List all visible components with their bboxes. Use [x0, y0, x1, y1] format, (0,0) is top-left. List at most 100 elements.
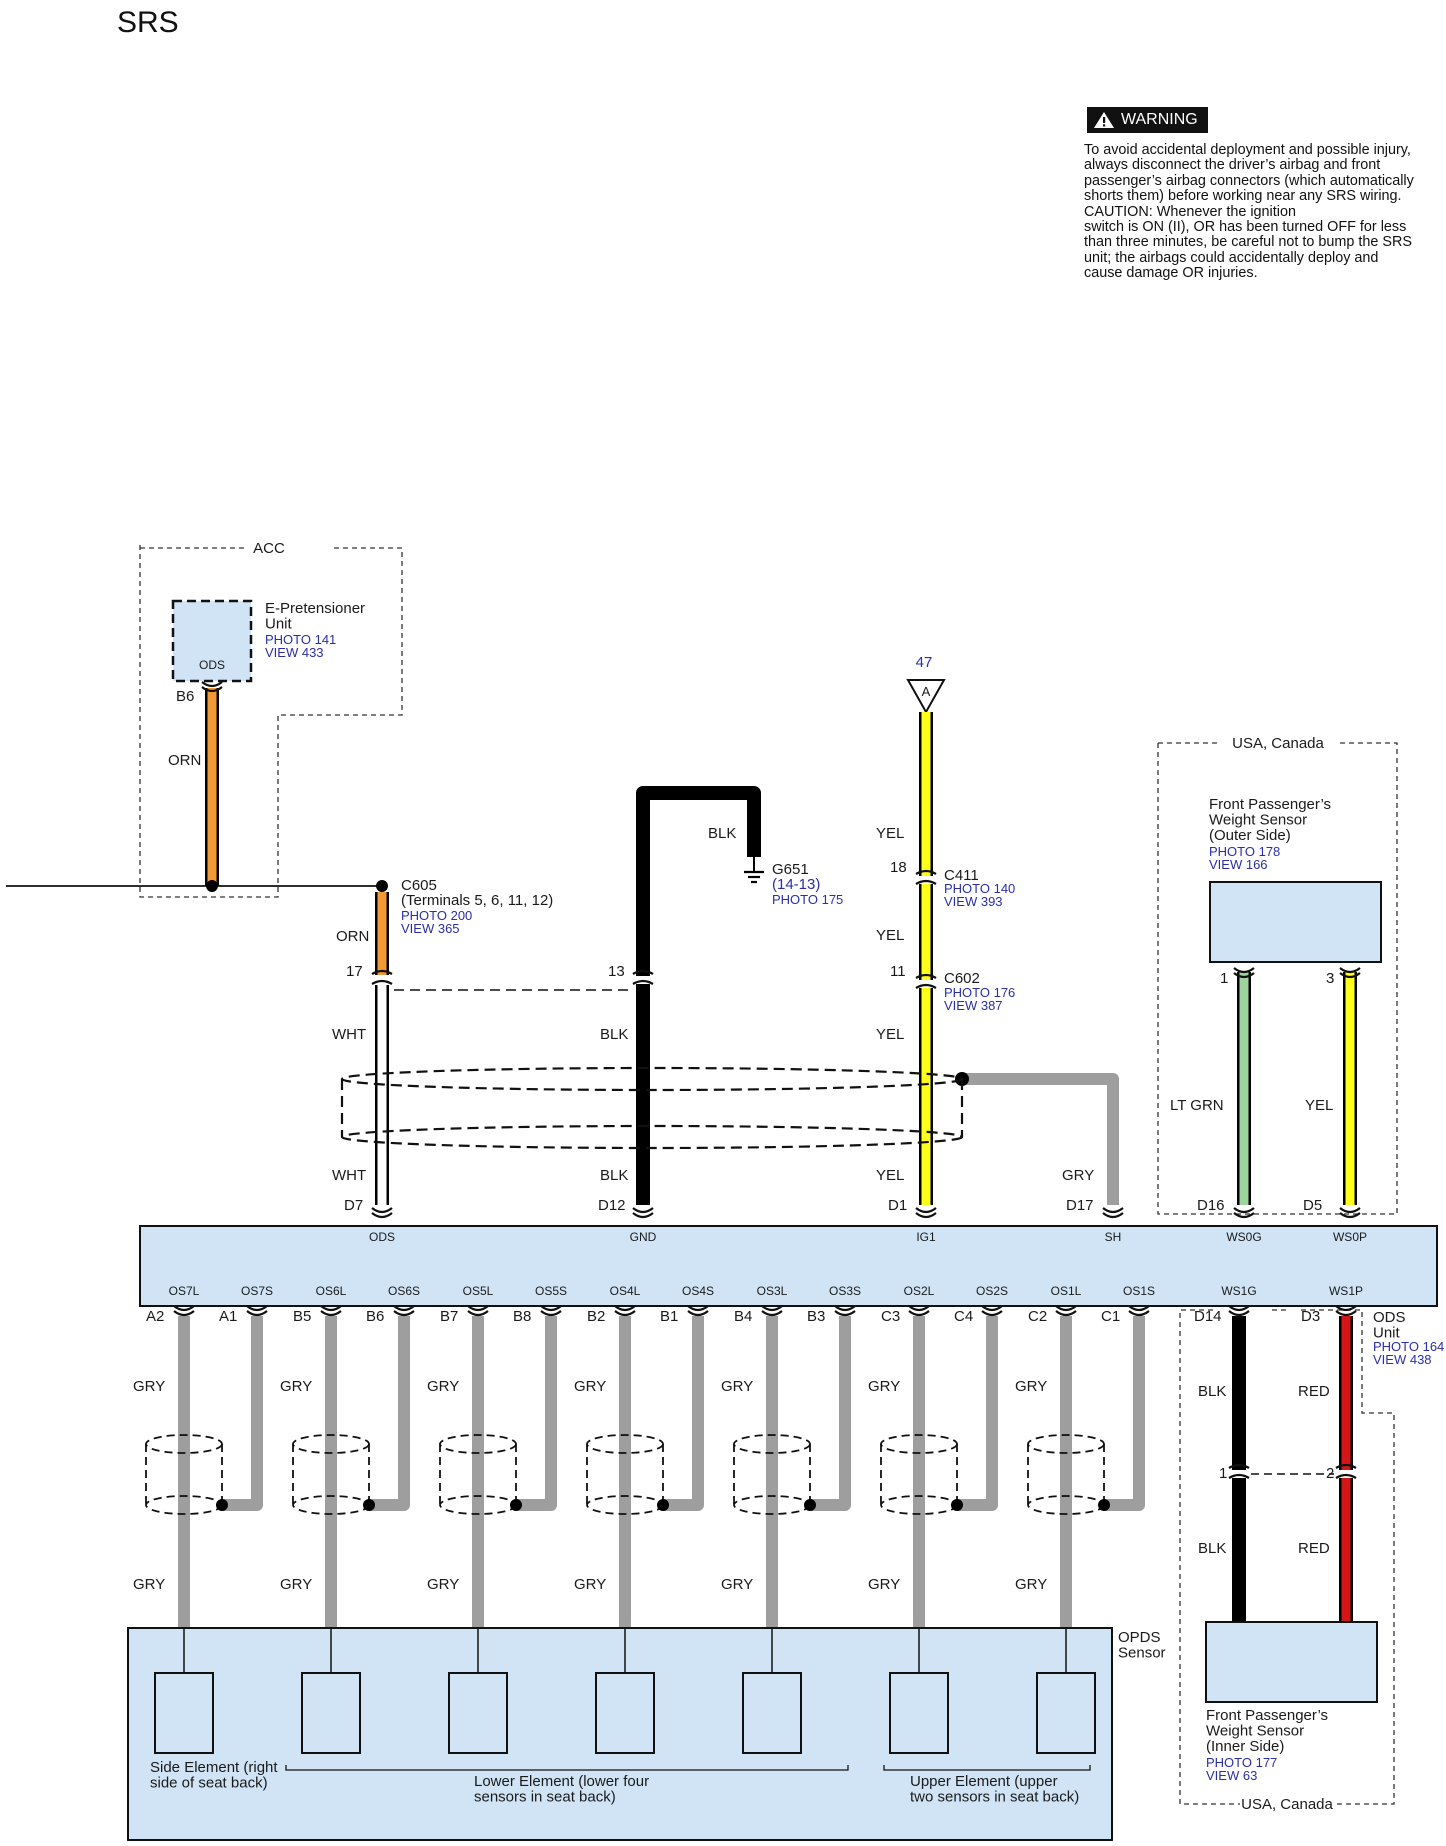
pin-d12 [632, 1212, 654, 1219]
opds-upper-element: two sensors in seat back) [910, 1789, 1079, 1806]
os-unit-label: OS1L [1051, 1284, 1082, 1298]
acc-boundary [139, 545, 403, 898]
os-pin-mark [687, 1305, 709, 1312]
warning-line: unit; the airbags could accidentally dep… [1084, 249, 1379, 266]
ods-unit-label: ODS [1373, 1309, 1406, 1326]
outer-sensor-unit-pin-mark [1233, 1212, 1255, 1219]
os-unit-label: OS6L [316, 1284, 347, 1298]
pin-17 [371, 979, 393, 985]
ws1-wire-label-low: RED [1298, 1540, 1330, 1557]
e-pretensioner-connector-pin: B6 [176, 688, 194, 705]
pin-11 [915, 983, 937, 989]
pin-18 [915, 869, 937, 875]
pin-17 [371, 969, 393, 975]
c411-photo: PHOTO 140 [944, 881, 1015, 896]
outer-sensor-name: Front Passenger’s [1209, 796, 1331, 813]
os-wire-label: GRY [280, 1378, 312, 1395]
opds-lower-element: sensors in seat back) [474, 1789, 616, 1806]
ws1-unit-label: WS1G [1221, 1284, 1256, 1298]
os-unit-label: OS3L [757, 1284, 788, 1298]
ods-unit-pin: D7 [344, 1197, 363, 1214]
os-wire-s [957, 1316, 998, 1511]
gnd-wire [636, 786, 761, 1205]
outer-sensor-pin-mark [1339, 967, 1361, 974]
ws1-wire-label-low: BLK [1198, 1540, 1226, 1557]
opds-element [742, 1672, 802, 1754]
os-pin-mark [467, 1305, 489, 1312]
os-pin: C4 [954, 1308, 973, 1325]
ws1-unit-pin: D14 [1194, 1308, 1222, 1325]
pin-11 [915, 973, 937, 979]
warning-line: always disconnect the driver’s airbag an… [1084, 157, 1381, 174]
e-pretensioner-name: Unit [265, 616, 293, 633]
os-pin-mark [834, 1310, 856, 1317]
os-unit-label: OS4L [610, 1284, 641, 1298]
shield-top [340, 1066, 964, 1092]
warning-icon [1094, 111, 1114, 128]
os-pin-mark [908, 1305, 930, 1312]
c605-photo: PHOTO 200 [401, 908, 472, 923]
ws1-junction [1335, 1463, 1357, 1469]
pin-d1 [915, 1212, 937, 1219]
opds-side-element: Side Element (right [150, 1759, 278, 1776]
os-pin: B6 [366, 1308, 384, 1325]
warning-text: To avoid accidental deployment and possi… [1084, 142, 1442, 282]
os-pin-mark [761, 1310, 783, 1317]
sh-wire [962, 1073, 1119, 1205]
orn-upper-label: ORN [168, 752, 201, 769]
outer-sensor-pin: 3 [1326, 970, 1334, 987]
inner-region-label-bg [1240, 1797, 1334, 1813]
ref-a-triangle [906, 679, 946, 715]
sh-gry-label: GRY [1062, 1167, 1094, 1184]
e-pretensioner-name: E-Pretensioner [265, 600, 365, 617]
os-pin-mark [467, 1310, 489, 1317]
os-wire-label-low: GRY [133, 1576, 165, 1593]
os-shield-dot [510, 1499, 522, 1511]
pin-b6 [201, 681, 223, 688]
os-pin-mark [834, 1305, 856, 1312]
outer-sensor-view: VIEW 166 [1209, 857, 1268, 872]
os-wire-label: GRY [133, 1378, 165, 1395]
os-pin-mark [246, 1310, 268, 1317]
warning-line: To avoid accidental deployment and possi… [1084, 142, 1411, 158]
os-wire-label-low: GRY [280, 1576, 312, 1593]
inner-sensor-photo: PHOTO 177 [1206, 1755, 1277, 1770]
e-pretensioner-unit [171, 599, 253, 683]
os-wire-label: GRY [868, 1378, 900, 1395]
os-pin-mark [1055, 1305, 1077, 1312]
os-wire-label: GRY [721, 1378, 753, 1395]
opds-lower-bracket [285, 1765, 849, 1771]
os-pin: A1 [219, 1308, 237, 1325]
opds-element [154, 1672, 214, 1754]
gnd-blk-label: BLK [600, 1026, 628, 1043]
sh-unit-pin: D17 [1066, 1197, 1094, 1214]
ws1-junction-pin: 1 [1219, 1465, 1227, 1482]
c605-dot [376, 880, 388, 892]
os-pin-mark [320, 1305, 342, 1312]
os-pin: B3 [807, 1308, 825, 1325]
ig1-yel-label: YEL [876, 825, 904, 842]
os-wire-s [369, 1316, 410, 1511]
os-wire-label: GRY [1015, 1378, 1047, 1395]
ods-unit-photo: PHOTO 164 [1373, 1339, 1444, 1354]
pin-d17 [1102, 1207, 1124, 1214]
pin-b6 [201, 686, 223, 693]
pin-d7 [371, 1207, 393, 1214]
os-pin-mark [761, 1305, 783, 1312]
ods-orn-label: ORN [336, 928, 369, 945]
os-wire-s [222, 1316, 263, 1511]
e-pretensioner-pin-label: ODS [199, 658, 225, 672]
gnd-blk-label-low: BLK [600, 1167, 628, 1184]
outer-sensor-wire-label: YEL [1305, 1097, 1333, 1114]
ref-page: 47 [916, 654, 933, 671]
opds-label: OPDS [1118, 1629, 1161, 1646]
opds-lower-element: Lower Element (lower four [474, 1773, 649, 1790]
opds-side-element: side of seat back) [150, 1775, 268, 1792]
os-pin: C3 [881, 1308, 900, 1325]
outer-sensor-name: Weight Sensor [1209, 812, 1307, 829]
os-wire-label-low: GRY [721, 1576, 753, 1593]
g651-grid: (14-13) [772, 876, 820, 893]
inner-sensor-name: (Inner Side) [1206, 1738, 1284, 1755]
outer-sensor-name: (Outer Side) [1209, 827, 1291, 844]
